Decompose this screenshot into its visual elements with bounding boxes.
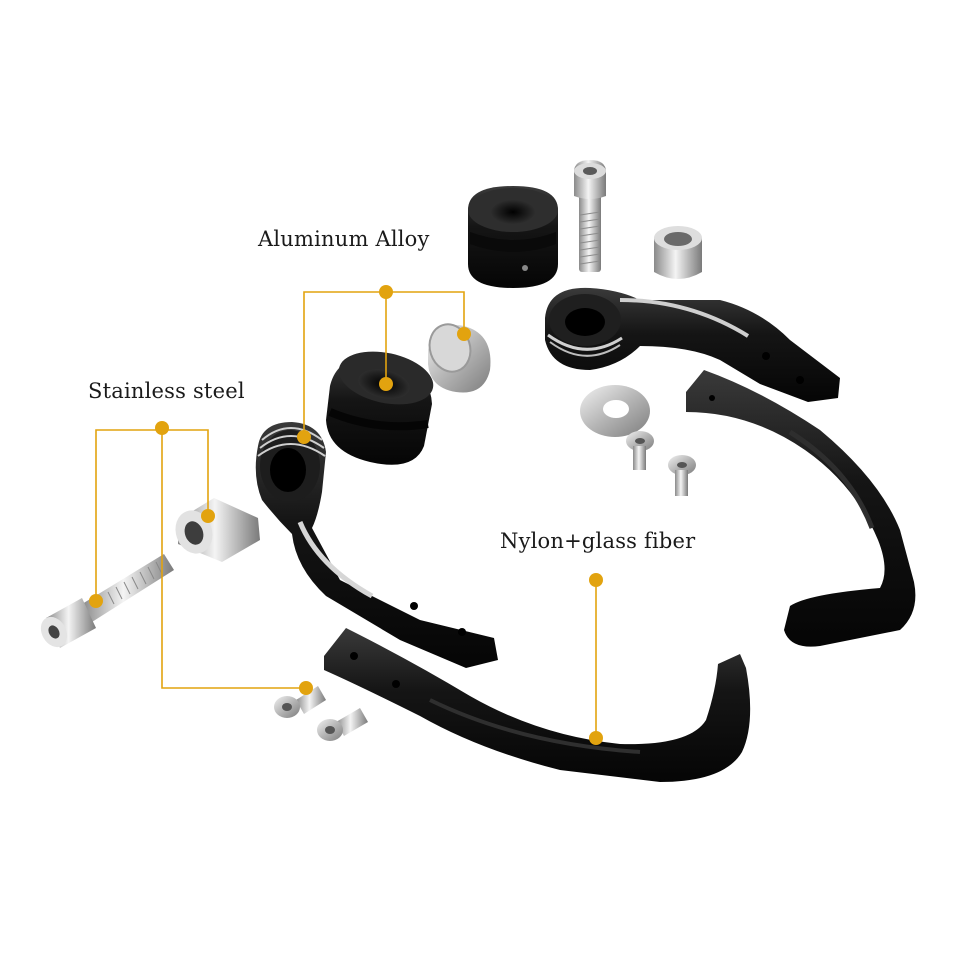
aluminum-alloy-label: Aluminum Alloy	[258, 227, 430, 251]
clamp-arm-icon	[545, 287, 840, 402]
washer-icon	[580, 385, 650, 437]
screw-icon	[274, 686, 326, 718]
lever-guard-icon	[324, 628, 751, 782]
nylon-glass-fiber-label: Nylon+glass fiber	[500, 529, 696, 553]
spacer-icon	[175, 498, 260, 562]
bar-end-weight-icon	[326, 351, 434, 465]
callout-dots	[89, 285, 603, 745]
bolt-icon	[574, 160, 606, 272]
lever-guard-icon	[686, 370, 916, 647]
bar-end-weight-icon	[468, 186, 558, 288]
stainless-steel-label: Stainless steel	[88, 379, 245, 403]
screw-icon	[668, 455, 696, 496]
screw-icon	[317, 708, 368, 741]
screw-icon	[626, 431, 654, 470]
spacer-icon	[654, 226, 702, 279]
washer-icon	[428, 323, 491, 393]
bolt-icon	[40, 554, 174, 648]
clamp-arm-icon	[255, 422, 498, 668]
